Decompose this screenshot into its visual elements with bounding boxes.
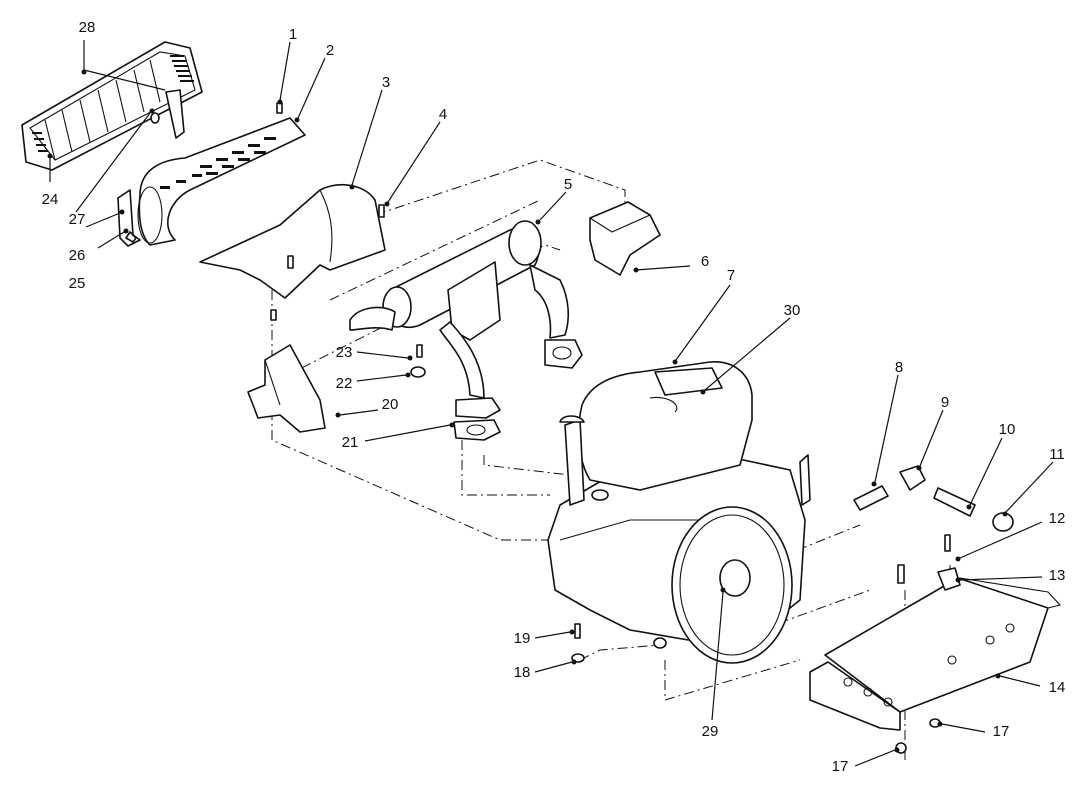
callout-8: 8	[895, 359, 903, 376]
callout-17-right: 17	[993, 723, 1010, 740]
callout-17-bottom: 17	[832, 758, 849, 775]
leader-lines	[49, 40, 1054, 767]
exhaust-pipe-part	[439, 321, 501, 441]
callout-21: 21	[342, 434, 359, 451]
callout-18: 18	[514, 664, 531, 681]
callout-30: 30	[784, 302, 801, 319]
grille-screen-part	[21, 41, 203, 171]
callout-13: 13	[1049, 567, 1066, 584]
callout-28: 28	[79, 19, 96, 36]
callout-26: 26	[69, 247, 86, 264]
callout-7: 7	[727, 267, 735, 284]
drain-pipe-part	[933, 487, 976, 517]
callout-23: 23	[336, 344, 353, 361]
drain-nipple-part	[853, 485, 889, 511]
callout-5: 5	[564, 176, 572, 193]
callout-labels: 1 2 3 4 5 6 7 8 9 10 11 12 13 14 17 17 1…	[42, 19, 1066, 775]
elbow-fitting-part	[899, 465, 926, 491]
callout-22: 22	[336, 375, 353, 392]
callout-10: 10	[999, 421, 1016, 438]
drain-cap-part	[992, 512, 1014, 532]
callout-14: 14	[1049, 679, 1066, 696]
callout-3: 3	[382, 74, 390, 91]
callout-25: 25	[69, 275, 86, 292]
callout-11: 11	[1049, 446, 1065, 463]
engine-part	[547, 361, 811, 664]
callout-2: 2	[326, 42, 334, 59]
callout-29: 29	[702, 723, 719, 740]
callout-24: 24	[42, 191, 59, 208]
callout-6: 6	[701, 253, 709, 270]
callout-27: 27	[69, 211, 86, 228]
callout-12: 12	[1049, 510, 1066, 527]
bolt-hardware	[125, 102, 961, 754]
mounting-plate-part	[809, 577, 1062, 731]
callout-4: 4	[439, 106, 447, 123]
callout-9: 9	[941, 394, 949, 411]
cover-part	[589, 201, 661, 276]
callout-1: 1	[289, 26, 297, 43]
callout-19: 19	[514, 630, 531, 647]
leader-dots	[47, 69, 1008, 753]
callout-20: 20	[382, 396, 399, 413]
muffler-shroud-part	[199, 184, 386, 299]
mounting-bracket-part	[247, 344, 326, 433]
heat-shield-part	[137, 117, 306, 246]
